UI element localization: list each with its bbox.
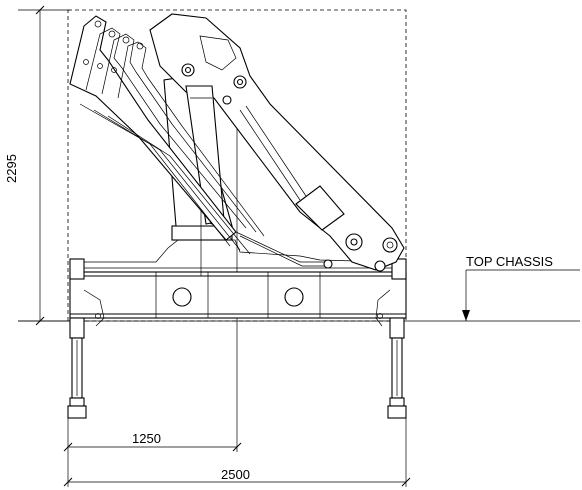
left-outrigger: [67, 289, 105, 419]
envelope-outline: [67, 9, 407, 322]
width-dimension: 2500: [63, 418, 411, 487]
main-boom: [149, 13, 405, 272]
top-chassis-label: TOP CHASSIS: [466, 254, 553, 269]
extension-sections: [69, 15, 265, 255]
top-chassis-reference: TOP CHASSIS: [18, 254, 580, 322]
width-label: 2500: [221, 467, 250, 482]
half-width-label: 1250: [132, 431, 161, 446]
base-frame: [69, 239, 407, 319]
hydraulic-hoses: [235, 231, 333, 269]
right-outrigger: [375, 289, 407, 419]
height-dimension-label: 2295: [4, 154, 19, 183]
height-dimension: 2295: [4, 5, 70, 326]
